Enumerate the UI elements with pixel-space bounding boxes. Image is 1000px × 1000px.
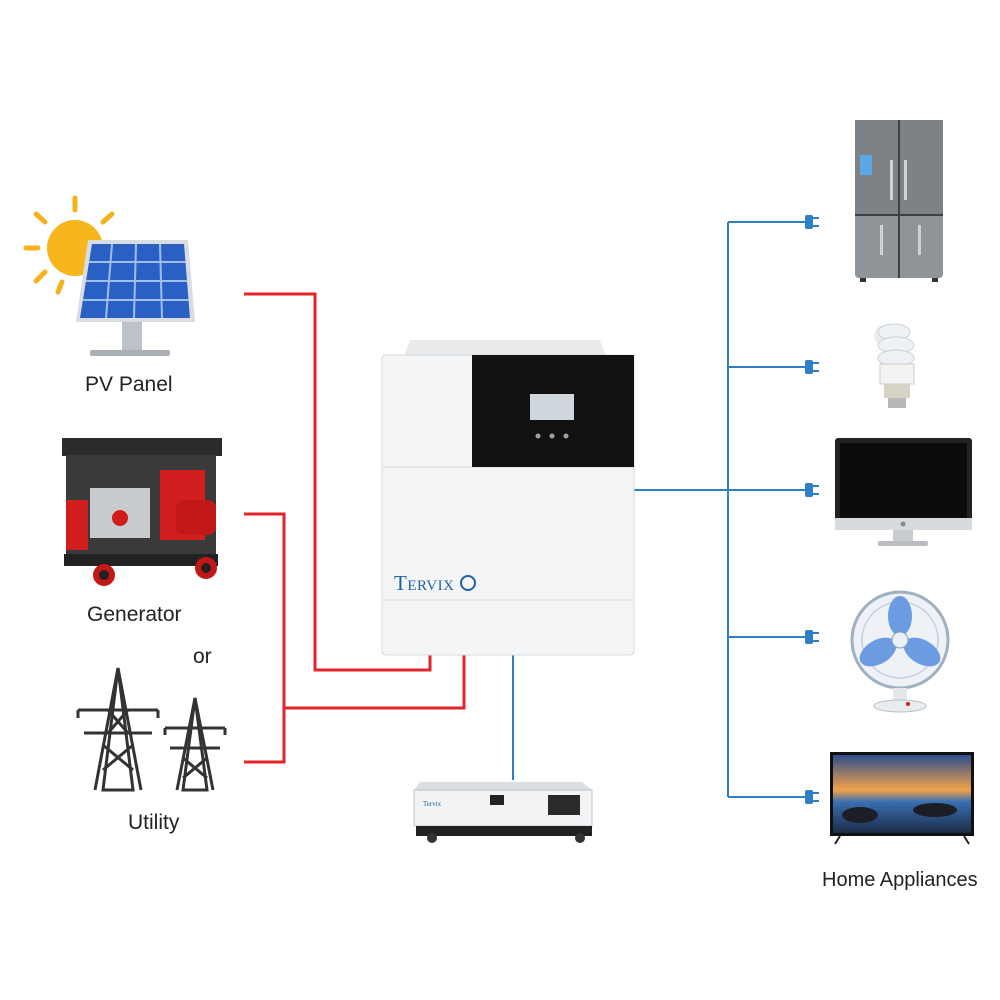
fan-icon <box>850 590 950 713</box>
battery-icon: Tervix <box>413 782 593 843</box>
ac-input-wires <box>244 292 466 764</box>
generator-icon <box>62 438 222 586</box>
brand-logo-icon <box>460 575 476 591</box>
light-bulb-icon <box>874 323 915 408</box>
plug-icon <box>805 215 819 804</box>
or-label: or <box>193 645 212 668</box>
pv-wire <box>244 292 432 672</box>
home-appliances-label: Home Appliances <box>822 869 978 891</box>
utility-label: Utility <box>128 811 180 834</box>
inverter-brand: Tervix <box>394 571 455 595</box>
pv-panel-label: PV Panel <box>85 373 173 396</box>
refrigerator-icon <box>855 120 943 282</box>
generator-label: Generator <box>87 603 182 626</box>
inverter-icon <box>381 340 635 656</box>
battery-brand: Tervix <box>423 800 442 808</box>
utility-wire <box>284 655 466 710</box>
inverter-screen <box>530 394 574 420</box>
generator-wire <box>244 512 286 764</box>
monitor-icon <box>835 438 972 546</box>
sun-icon <box>23 195 115 295</box>
power-tower-icon <box>76 667 227 792</box>
output-wires <box>512 221 805 798</box>
tv-icon <box>830 752 974 845</box>
solar-panel-icon <box>76 240 195 356</box>
